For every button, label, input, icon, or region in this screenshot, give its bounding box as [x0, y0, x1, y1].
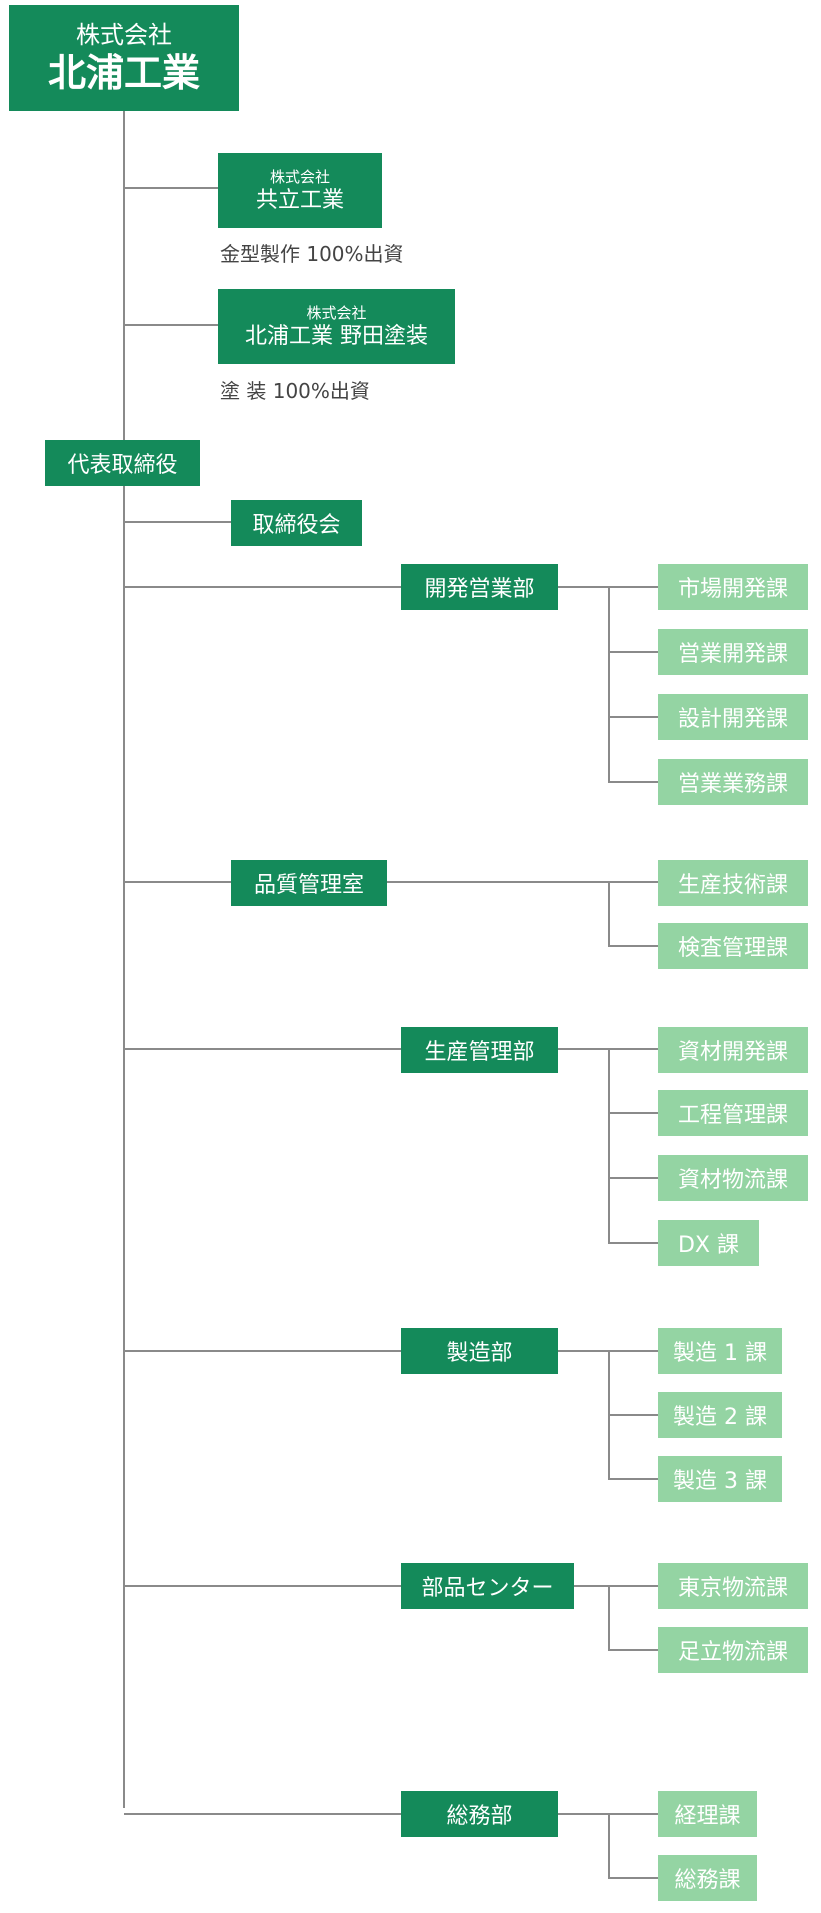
dept-2-vertical: [608, 881, 610, 947]
section-box: 資材開発課: [658, 1027, 808, 1073]
dept-5-sec-2-line: [608, 1649, 660, 1651]
dept-6-branch: [124, 1813, 403, 1815]
board-branch: [124, 521, 233, 523]
section-box: 製造 3 課: [658, 1456, 782, 1502]
representative-box: 代表取締役: [45, 440, 200, 486]
department-box: 総務部: [401, 1791, 558, 1837]
dept-2-branch: [124, 881, 233, 883]
section-box: 営業業務課: [658, 759, 808, 805]
dept-3-vertical: [608, 1048, 610, 1244]
subsidiary-2-name: 北浦工業 野田塗装: [245, 323, 428, 349]
dept-1-vertical: [608, 586, 610, 783]
main-trunk-line: [123, 110, 125, 1808]
section-box: DX 課: [658, 1220, 759, 1266]
department-box: 開発営業部: [401, 564, 558, 610]
section-box: 生産技術課: [658, 860, 808, 906]
subsidiary-box-2: 株式会社 北浦工業 野田塗装: [218, 289, 455, 364]
section-box: 足立物流課: [658, 1627, 808, 1673]
dept-4-sec-2-line: [608, 1414, 660, 1416]
section-box: 製造 2 課: [658, 1392, 782, 1438]
subsidiary-2-branch: [124, 324, 220, 326]
subsidiary-1-name: 共立工業: [255, 187, 344, 213]
root-company-prefix: 株式会社: [76, 21, 172, 49]
section-box: 資材物流課: [658, 1155, 808, 1201]
section-box: 市場開発課: [658, 564, 808, 610]
section-box: 経理課: [658, 1791, 757, 1837]
dept-1-branch: [124, 586, 403, 588]
dept-5-branch: [124, 1585, 403, 1587]
dept-6-vertical: [608, 1813, 610, 1879]
subsidiary-1-prefix: 株式会社: [269, 167, 330, 186]
dept-3-sec-4-line: [608, 1242, 660, 1244]
dept-1-sec-4-line: [608, 781, 660, 783]
section-box: 営業開発課: [658, 629, 808, 675]
section-box: 製造 1 課: [658, 1328, 782, 1374]
dept-1-sec-3-line: [608, 716, 660, 718]
dept-3-sec-3-line: [608, 1177, 660, 1179]
section-box: 総務課: [658, 1855, 757, 1901]
subsidiary-box-1: 株式会社 共立工業: [218, 153, 382, 228]
board-box: 取締役会: [231, 500, 362, 546]
dept-4-branch: [124, 1350, 403, 1352]
subsidiary-1-branch: [124, 187, 220, 189]
dept-6-sec-2-line: [608, 1877, 660, 1879]
section-box: 設計開発課: [658, 694, 808, 740]
section-box: 検査管理課: [658, 923, 808, 969]
dept-5-vertical: [608, 1585, 610, 1651]
section-box: 工程管理課: [658, 1090, 808, 1136]
dept-2-out-line: [387, 881, 660, 883]
department-box: 製造部: [401, 1328, 558, 1374]
department-box: 品質管理室: [231, 860, 387, 906]
subsidiary-1-note: 金型製作 100%出資: [220, 242, 404, 266]
root-company-name: 北浦工業: [47, 51, 200, 95]
dept-2-sec-2-line: [608, 945, 660, 947]
dept-5-out-line: [574, 1585, 660, 1587]
dept-3-branch: [124, 1048, 403, 1050]
dept-4-sec-3-line: [608, 1478, 660, 1480]
subsidiary-2-note: 塗 装 100%出資: [220, 379, 370, 403]
root-company-box: 株式会社 北浦工業: [9, 5, 239, 111]
dept-1-sec-2-line: [608, 651, 660, 653]
department-box: 生産管理部: [401, 1027, 558, 1073]
section-box: 東京物流課: [658, 1563, 808, 1609]
subsidiary-2-prefix: 株式会社: [306, 303, 367, 322]
department-box: 部品センター: [401, 1563, 574, 1609]
dept-3-sec-2-line: [608, 1112, 660, 1114]
